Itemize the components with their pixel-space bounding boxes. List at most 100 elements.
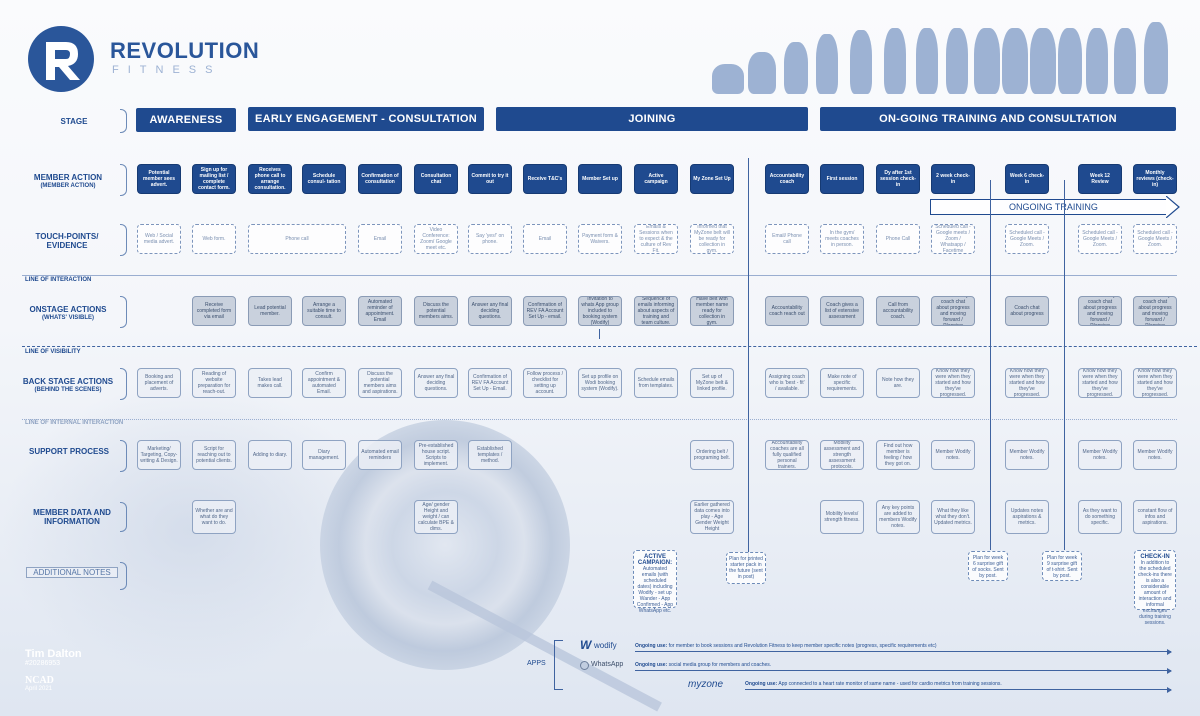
touchpoints-box: Emails & Sessions when to expect & the c… <box>634 224 678 254</box>
touchpoints-box: Scheduled call - Google Meets / Zoom. <box>1133 224 1177 254</box>
flow-line <box>990 180 991 550</box>
row-brace <box>120 562 127 590</box>
support-box: Member Wodify notes. <box>931 440 975 470</box>
onstage-box: Lead potential member. <box>248 296 292 326</box>
member-actions-box: Consultation chat <box>414 164 458 194</box>
member-data-box: Age/ gender Height and weight / can calc… <box>414 500 458 534</box>
line-of-internal-label: LINE OF INTERNAL INTERACTION <box>25 420 124 426</box>
backstage-box: Confirm appointment & automated Email. <box>302 368 346 398</box>
app-myzone-label: Ongoing use: <box>745 681 778 687</box>
row-brace <box>120 368 127 400</box>
ongoing-training-arrow: ONGOING TRAINING <box>930 196 1180 218</box>
touchpoints-box: Informed that MyZone belt will be ready … <box>690 224 734 254</box>
evolution-silhouettes-icon <box>712 20 1172 94</box>
member-actions-box: Commit to try it out <box>468 164 512 194</box>
line-of-interaction-label: LINE OF INTERACTION <box>25 277 92 283</box>
member-actions-box: First session <box>820 164 864 194</box>
member-actions-box: Week 12 Review <box>1078 164 1122 194</box>
flow-line <box>599 329 600 339</box>
support-box: Member Wodify notes. <box>1005 440 1049 470</box>
onstage-box: Accountability coach reach out <box>765 296 809 326</box>
support-box: Find out how member is feeling / how the… <box>876 440 920 470</box>
member-action-title: MEMBER ACTION <box>33 173 103 182</box>
row-label-onstage: ONSTAGE ACTIONS (WHATS' VISIBLE) <box>22 305 114 323</box>
stage-early-engagement: EARLY ENGAGEMENT - CONSULTATION <box>248 107 484 131</box>
app-whatsapp-name: WhatsApp <box>591 661 624 668</box>
note-active-campaign-text: Automated emails (with scheduled dates) … <box>636 566 674 614</box>
member-action-sub: (MEMBER ACTION) <box>40 183 96 189</box>
touchpoints-box: Payment form & Waivers. <box>578 224 622 254</box>
member-data-box: Earlier gathered data comes into play - … <box>690 500 734 534</box>
author-block: Tim Dalton #20286953 NCAD April 2021 <box>25 648 82 692</box>
member-actions-box: Receive T&C's <box>523 164 567 194</box>
onstage-title: ONSTAGE ACTIONS <box>29 305 107 314</box>
member-actions-box: My Zone Set Up <box>690 164 734 194</box>
backstage-box: Know how they were when they started and… <box>1078 368 1122 398</box>
onstage-box: Automated reminder of appointment. Email <box>358 296 402 326</box>
app-myzone-text: App connected to a heart rate monitor of… <box>778 681 1002 687</box>
row-label-member-data: MEMBER DATA AND INFORMATION <box>33 508 111 526</box>
member-data-box: Mobility levels/ strength fitness. <box>820 500 864 534</box>
backstage-box: Schedule emails from templates. <box>634 368 678 398</box>
author-school: NCAD <box>25 675 54 686</box>
row-brace <box>120 109 127 133</box>
support-box: Mobility assessment and strength assessm… <box>820 440 864 470</box>
onstage-box: Call from accountability coach. <box>876 296 920 326</box>
brand-name: REVOLUTION <box>110 38 260 63</box>
onstage-box: Coach gives a list of extensive assessme… <box>820 296 864 326</box>
touchpoints-box: Phone call <box>248 224 346 254</box>
member-actions-box: Receives phone call to arrange consultat… <box>248 164 292 194</box>
flow-line <box>748 158 749 563</box>
touchpoints-box: Email <box>358 224 402 254</box>
app-whatsapp-arrow <box>635 667 1172 674</box>
backstage-box: Answer any final deciding questions. <box>414 368 458 398</box>
app-wodify-text: for member to book sessions and Revoluti… <box>668 643 937 649</box>
support-box: Pre-established house script. Scripts to… <box>414 440 458 470</box>
note-printed-pack: Plan for printed starter pack in the fut… <box>726 552 766 584</box>
touchpoints-box: Web form. <box>192 224 236 254</box>
note-active-campaign-title: ACTIVE CAMPAIGN: <box>637 554 673 566</box>
row-label-notes: ADDITIONAL NOTES <box>26 567 118 578</box>
note-checkin: CHECK-IN In addition to the scheduled ch… <box>1134 550 1176 626</box>
touchpoints-box: In the gym/ meets coaches in person. <box>820 224 864 254</box>
onstage-box: Accountability coach chat about progress… <box>1078 296 1122 326</box>
myzone-icon: myzone <box>688 679 724 690</box>
member-data-box: As they want to do something specific. <box>1078 500 1122 534</box>
note-week9-gift: Plan for week 9 surprise gift of t-shirt… <box>1042 551 1082 581</box>
app-whatsapp-label: Ongoing use: <box>635 662 668 668</box>
touchpoints-box: Phone Call <box>876 224 920 254</box>
member-data-box: What they like what they don't. Updated … <box>931 500 975 534</box>
brand-subtitle: FITNESS <box>112 64 222 76</box>
support-box: Member Wodify notes. <box>1078 440 1122 470</box>
row-brace <box>120 224 127 256</box>
row-label-touchpoints: TOUCH-POINTS/ EVIDENCE <box>35 232 99 250</box>
member-actions-box: Dy after 1st session check-in <box>876 164 920 194</box>
backstage-box: Note how they are. <box>876 368 920 398</box>
onstage-box: Sequence of emails informing about aspec… <box>634 296 678 326</box>
backstage-box: Know how they were when they started and… <box>1005 368 1049 398</box>
ongoing-training-label: ONGOING TRAINING <box>1009 202 1098 212</box>
app-wodify-name: wodify <box>594 641 617 650</box>
wodify-icon: W <box>580 638 592 652</box>
line-of-visibility-label: LINE OF VISIBILITY <box>25 349 81 355</box>
backstage-box: Follow process / checklist for setting u… <box>523 368 567 398</box>
note-active-campaign: ACTIVE CAMPAIGN: Automated emails (with … <box>633 550 677 614</box>
app-whatsapp-text: social media group for members and coach… <box>668 662 772 668</box>
member-data-box: constant flow of infos and aspirations. <box>1133 500 1177 534</box>
arrow-head-icon <box>1166 196 1180 218</box>
member-actions-box: Potential member sees advert. <box>137 164 181 194</box>
backstage-box: Know how they were when they started and… <box>1133 368 1177 398</box>
onstage-box: Confirmation of REV FA Account Set Up - … <box>523 296 567 326</box>
app-wodify-arrow <box>635 648 1172 655</box>
member-actions-box: Confirmation of consultation <box>358 164 402 194</box>
member-data-box: Updates notes aspirations & metrics. <box>1005 500 1049 534</box>
app-myzone-arrow <box>745 686 1172 693</box>
member-data-box: Any key points are added to members Wodi… <box>876 500 920 534</box>
support-box: Member Wodify notes. <box>1133 440 1177 470</box>
support-box: Diary management. <box>302 440 346 470</box>
onstage-box: Have belt with member name ready for col… <box>690 296 734 326</box>
backstage-box: Booking and placement of adverts. <box>137 368 181 398</box>
onstage-box: Receive completed form via email <box>192 296 236 326</box>
support-box: Ordering belt / programing belt. <box>690 440 734 470</box>
row-label-stage: STAGE <box>60 117 88 126</box>
